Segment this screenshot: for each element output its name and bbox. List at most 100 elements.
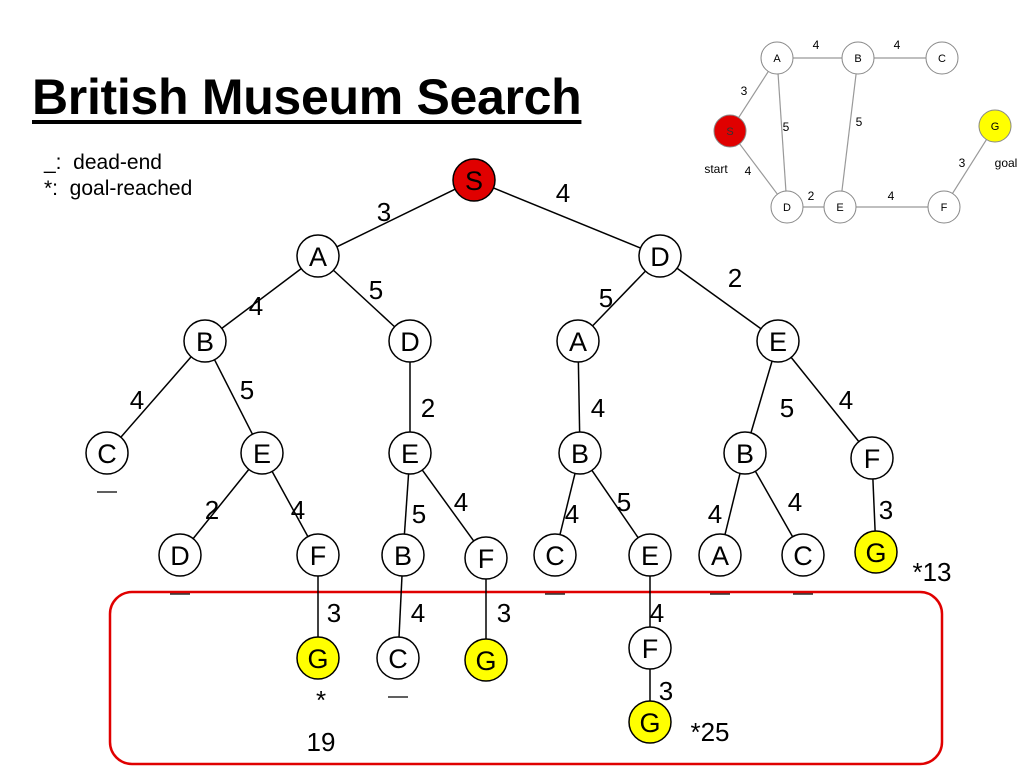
node-circle [296, 636, 340, 680]
tree-node-f: F [464, 536, 508, 580]
node-circle [240, 431, 284, 475]
graph-node-circle [925, 41, 959, 75]
graph-edge-weight: 3 [741, 84, 748, 98]
tree-node-a: A [556, 319, 600, 363]
node-circle [388, 431, 432, 475]
tree-edge-n11-n19 [724, 473, 741, 535]
node-circle [628, 626, 672, 670]
graph-edge-weight: 2 [808, 189, 815, 203]
edge-weight: 5 [780, 393, 794, 423]
node-circle [556, 319, 600, 363]
edge-weight: 3 [879, 495, 893, 525]
tree-node-d: D [158, 533, 202, 595]
tree-node-c: C [85, 431, 129, 493]
tree-node-f: F [296, 533, 340, 577]
tree-edge-n3-n7 [120, 356, 192, 438]
graph-edge-gS-gA [738, 71, 769, 118]
node-label: S [465, 166, 483, 196]
tree-edge-n5-n10 [577, 361, 581, 433]
node-label: G [865, 538, 886, 568]
goal-annotation: 19 [307, 727, 336, 757]
node-circle [756, 319, 800, 363]
graph-edge-weight: 4 [745, 164, 752, 178]
edge-weight: 3 [659, 676, 673, 706]
node-label: D [650, 242, 670, 272]
node-circle [464, 536, 508, 580]
edge-weight: 5 [240, 375, 254, 405]
tree-edge-n0-n1 [336, 188, 456, 248]
edge-weight: 4 [556, 178, 570, 208]
node-label: E [253, 439, 271, 469]
node-circle [85, 431, 129, 475]
node-circle [850, 436, 894, 480]
node-label: B [394, 541, 412, 571]
node-label: C [793, 541, 813, 571]
edge-weight: 5 [617, 487, 631, 517]
graph-node-label: B [854, 53, 861, 65]
edge-weight: 4 [454, 487, 468, 517]
graph-edge-weight: 4 [894, 38, 901, 52]
graph-node-circle [927, 190, 961, 224]
node-label: C [388, 644, 408, 674]
node-circle [381, 533, 425, 577]
node-circle [464, 638, 508, 682]
tree-node-e: E [756, 319, 800, 363]
tree-node-f: F [628, 626, 672, 670]
node-circle [723, 431, 767, 475]
tree-edge-n11-n20 [754, 470, 794, 538]
tree-node-e: E [628, 533, 672, 577]
edge-weight: 3 [327, 598, 341, 628]
tree-node-b: B [558, 431, 602, 475]
graph-node-label: D [783, 202, 791, 214]
graph-node-label: S [726, 126, 733, 138]
node-circle [628, 533, 672, 577]
edge-weight: 4 [591, 393, 605, 423]
legend: _: dead-end *: goal-reached [44, 150, 192, 202]
graph-edge-weight: 5 [856, 115, 863, 129]
graph-node-a: A [760, 41, 794, 75]
node-circle [628, 700, 672, 744]
tree-edge-n8-n14 [271, 471, 309, 537]
tree-edge-n10-n18 [591, 469, 639, 539]
edge-weight: 4 [788, 487, 802, 517]
node-label: F [642, 634, 659, 664]
tree-node-a: A [296, 234, 340, 278]
tree-node-d: D [388, 319, 432, 363]
node-label: A [569, 327, 587, 357]
node-label: C [97, 439, 117, 469]
graph-edge-weight: 4 [888, 189, 895, 203]
tree-edge-n10-n17 [559, 473, 576, 535]
node-label: B [736, 439, 754, 469]
edge-weight: 5 [369, 275, 383, 305]
node-circle [296, 533, 340, 577]
highlight-box [108, 590, 944, 766]
start-tag: start [704, 162, 728, 176]
tree-node-c: C [533, 533, 577, 595]
tree-node-c: C [376, 636, 420, 698]
tree-edge-n2-n6 [676, 267, 762, 330]
graph-node-label: F [941, 202, 948, 214]
tree-node-b: B [183, 319, 227, 363]
tree-edge-n9-n16 [421, 469, 475, 542]
edge-weight: 5 [412, 499, 426, 529]
graph-node-label: G [991, 121, 1000, 133]
tree-node-b: B [723, 431, 767, 475]
graph-edge-weight: 5 [783, 120, 790, 134]
tree-node-f: F [850, 436, 894, 480]
node-label: G [307, 644, 328, 674]
goal-annotation: *13 [912, 557, 951, 587]
graph-node-circle [770, 190, 804, 224]
edge-weight: 4 [411, 598, 425, 628]
edge-weight: 2 [421, 393, 435, 423]
tree-edge-n1-n3 [221, 268, 302, 329]
edge-weight: 5 [599, 283, 613, 313]
node-label: F [864, 444, 881, 474]
node-label: E [401, 439, 419, 469]
graph-node-c: C [925, 41, 959, 75]
legend-goal-reached: *: goal-reached [44, 177, 193, 200]
graph-node-label: C [938, 53, 946, 65]
